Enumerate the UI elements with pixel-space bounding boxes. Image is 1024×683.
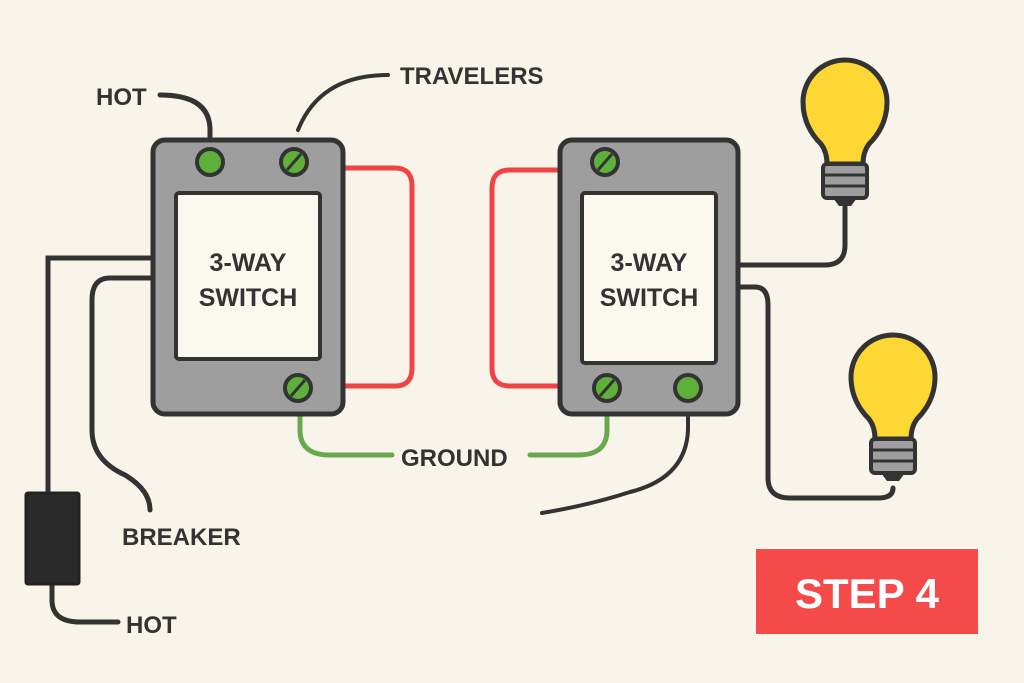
- label-breaker: BREAKER: [122, 524, 241, 551]
- travelers-leader: [296, 73, 390, 132]
- screw-terminal-icon: [283, 373, 313, 403]
- step-badge-text: STEP 4: [795, 570, 940, 617]
- light-bulb-icon: [848, 332, 938, 481]
- label-hot-top: HOT: [96, 84, 147, 111]
- switch-left: 3-WAY SWITCH: [150, 137, 346, 417]
- hot-wire-top: [157, 92, 213, 163]
- switch-right-line1: 3-WAY: [611, 249, 688, 277]
- traveler-wire-left: [297, 165, 415, 389]
- light-bulb-icon: [800, 57, 890, 206]
- switch-right-line2: SWITCH: [600, 284, 699, 312]
- breaker-hot-wire: [45, 255, 163, 498]
- screw-terminal-icon: [592, 373, 622, 403]
- hot-wire-bottom: [49, 579, 121, 625]
- label-ground: GROUND: [401, 445, 508, 472]
- label-travelers: TRAVELERS: [400, 63, 544, 90]
- breaker-leader-wire: [89, 275, 163, 513]
- screw-terminal-icon: [673, 373, 703, 403]
- traveler-wire-right: [489, 167, 608, 389]
- switch-left-line1: 3-WAY: [210, 249, 287, 277]
- loose-wire: [540, 394, 690, 515]
- label-hot-bottom: HOT: [126, 612, 177, 639]
- breaker-icon: [24, 491, 81, 586]
- screw-terminal-icon: [590, 147, 620, 177]
- ground-wire-right: [527, 392, 610, 458]
- screw-terminal-icon: [279, 147, 309, 177]
- switch-left-line2: SWITCH: [199, 284, 298, 312]
- step-badge: STEP 4: [756, 549, 978, 634]
- bulb-wire-bottom: [735, 284, 896, 501]
- switch-right: 3-WAY SWITCH: [557, 137, 741, 417]
- ground-wire-left: [297, 392, 395, 458]
- screw-terminal-icon: [195, 147, 225, 177]
- bulb-wire-top: [735, 197, 848, 268]
